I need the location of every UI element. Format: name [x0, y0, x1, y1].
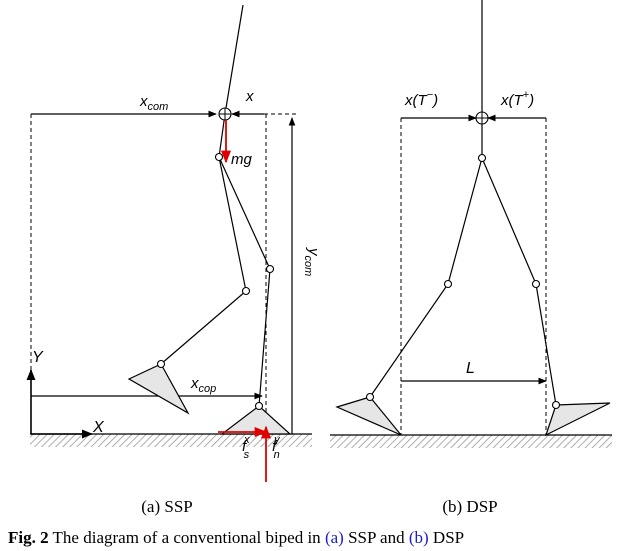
ssp-ground — [30, 434, 312, 447]
figure-caption-text3: DSP — [428, 528, 465, 547]
ssp-knee-stance — [265, 264, 275, 274]
dsp-ankle-back — [365, 392, 375, 402]
dsp-knee-front — [531, 279, 541, 289]
dsp-label-xTminus: x(T−) — [404, 89, 438, 109]
figure-caption: Fig. 2 The diagram of a conventional bip… — [8, 528, 640, 548]
dsp-hip-joint — [477, 153, 487, 163]
ssp-ankle-swing — [156, 359, 166, 369]
ssp-label-ycom: ycom — [302, 247, 322, 276]
ssp-torso — [224, 4, 244, 115]
ssp-label-xcom: xcom — [139, 93, 168, 113]
ssp-hip-joint — [214, 152, 224, 162]
dsp-label-L: L — [466, 360, 475, 377]
ssp-swing-foot — [127, 363, 190, 415]
dsp-label-xTplus: x(T+) — [500, 89, 534, 109]
dsp-ground — [330, 435, 612, 448]
ssp-knee-swing — [241, 286, 251, 296]
dsp-panel: x(T−) x(T+) L (b) DSP — [330, 0, 612, 516]
figure-caption-text2: SSP and — [343, 528, 409, 547]
dsp-caption: (b) DSP — [442, 497, 497, 516]
ssp-caption: (a) SSP — [141, 497, 192, 516]
figure-caption-ref-a[interactable]: (a) — [324, 528, 344, 547]
dsp-knee-back — [443, 279, 453, 289]
dsp-com-symbol — [475, 111, 489, 125]
ssp-label-x: x — [245, 88, 254, 105]
ssp-stance-foot — [220, 405, 292, 435]
dsp-back-foot — [335, 396, 402, 436]
figure-caption-ref-b[interactable]: (b) — [408, 528, 429, 547]
figure-caption-text1: The diagram of a conventional biped in — [48, 528, 325, 547]
ssp-label-X: X — [92, 419, 105, 436]
dsp-ankle-front — [551, 400, 561, 410]
ssp-label-mg: mg — [231, 151, 252, 168]
ssp-label-Y: Y — [32, 349, 44, 366]
dsp-front-foot — [544, 402, 611, 437]
ssp-label-xcop: xcop — [190, 375, 216, 395]
ssp-ankle-stance — [254, 401, 264, 411]
ssp-com-symbol — [218, 107, 232, 121]
figure-caption-prefix: Fig. 2 — [8, 528, 49, 547]
ssp-torso-lower — [218, 113, 226, 158]
dsp-front-leg — [481, 157, 557, 406]
